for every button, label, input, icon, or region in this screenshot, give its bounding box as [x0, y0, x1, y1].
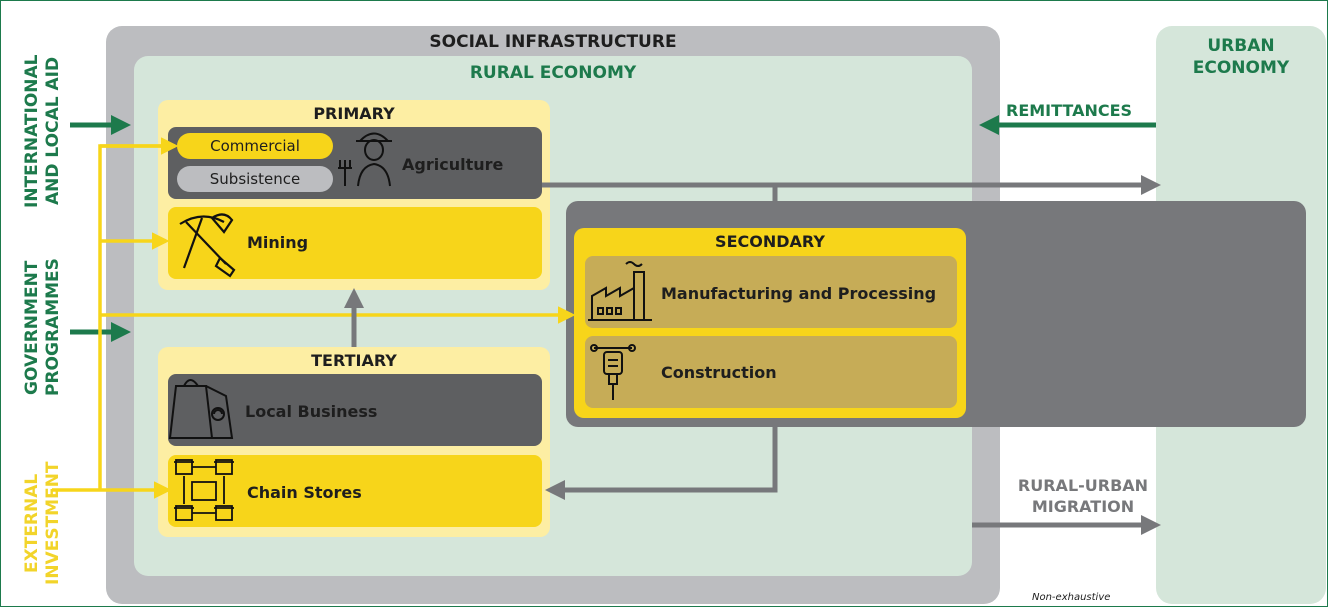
- shopping-bag-icon: [168, 379, 234, 439]
- chain-stores-icon: [174, 459, 234, 521]
- tertiary-title: TERTIARY: [311, 351, 397, 370]
- chain-stores-box: [168, 455, 542, 527]
- rural-economy-title: RURAL ECONOMY: [469, 63, 637, 83]
- factory-icon: [588, 261, 652, 321]
- construction-box: [585, 336, 957, 408]
- remittances-label: REMITTANCES: [1006, 101, 1133, 120]
- secondary-title: SECONDARY: [715, 232, 825, 251]
- construction-label: Construction: [661, 363, 777, 382]
- rural-urban-migration-label: RURAL-URBAN MIGRATION: [1017, 476, 1149, 516]
- local-business-label: Local Business: [245, 402, 378, 421]
- pickaxe-shovel-icon: [179, 213, 236, 278]
- manufacturing-box: [585, 256, 957, 328]
- urban-economy-title: URBAN ECONOMY: [1192, 36, 1290, 78]
- farmer-icon: [338, 132, 392, 187]
- green-input-arrows: [70, 115, 1156, 342]
- gray-flows: [344, 175, 1161, 535]
- social-infrastructure-title: SOCIAL INFRASTRUCTURE: [429, 32, 677, 52]
- chain-stores-label: Chain Stores: [247, 483, 362, 502]
- primary-title: PRIMARY: [313, 104, 395, 123]
- mining-label: Mining: [247, 233, 309, 252]
- agriculture-label: Agriculture: [402, 155, 504, 174]
- subsistence-pill: Subsistence: [177, 166, 333, 192]
- yellow-investment-flows: [52, 137, 576, 499]
- jackhammer-icon: [590, 344, 636, 400]
- manufacturing-label: Manufacturing and Processing: [661, 284, 937, 303]
- non-exhaustive-note: Non-exhaustive: [1032, 592, 1111, 603]
- commercial-pill: Commercial: [177, 133, 333, 159]
- local-business-box: [168, 374, 542, 446]
